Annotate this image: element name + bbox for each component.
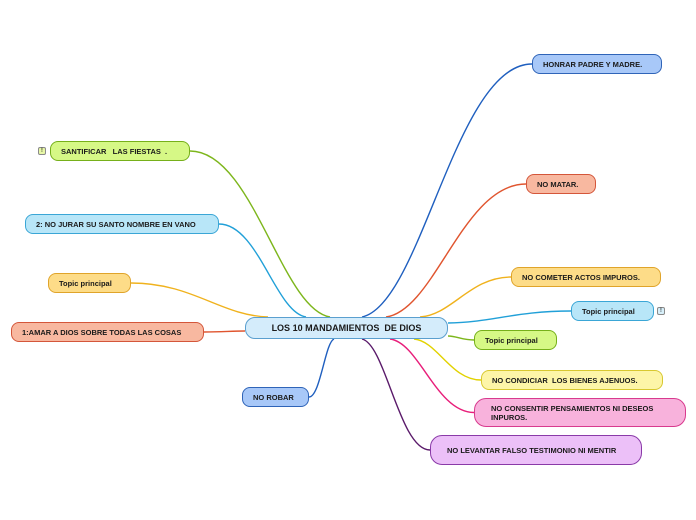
- topic-label: SANTIFICAR LAS FIESTAS .: [61, 146, 168, 156]
- topic-label: NO LEVANTAR FALSO TESTIMONIO NI MENTIR: [447, 445, 617, 455]
- topic-no-cometer-actos-impuros[interactable]: NO COMETER ACTOS IMPUROS.: [511, 267, 661, 287]
- topic-label: Topic principal: [485, 335, 538, 345]
- topic-label: Topic principal: [582, 306, 635, 316]
- topic-santificar-las-fiestas[interactable]: SANTIFICAR LAS FIESTAS .: [50, 141, 190, 161]
- connector-jurar: [218, 223, 307, 318]
- central-topic-label: LOS 10 MANDAMIENTOS DE DIOS: [271, 322, 422, 333]
- topic-no-matar[interactable]: NO MATAR.: [526, 174, 596, 194]
- connector-topic-r1: [447, 310, 572, 324]
- exclamation-icon[interactable]: !: [657, 307, 665, 315]
- topic-label: Topic principal: [59, 278, 112, 288]
- topic-honrar-padre-y-madre[interactable]: HONRAR PADRE Y MADRE.: [532, 54, 662, 74]
- topic-label: HONRAR PADRE Y MADRE.: [543, 59, 643, 69]
- connector-ajenos: [413, 338, 482, 381]
- exclamation-icon[interactable]: !: [38, 147, 46, 155]
- topic-principal-left-yellow[interactable]: Topic principal: [48, 273, 131, 293]
- topic-no-levantar-falso-testimonio[interactable]: NO LEVANTAR FALSO TESTIMONIO NI MENTIR: [430, 435, 642, 465]
- connector-honrar: [361, 63, 533, 318]
- topic-label: NO MATAR.: [537, 179, 579, 189]
- topic-principal-right-green[interactable]: Topic principal: [474, 330, 557, 350]
- topic-no-consentir-pensamientos[interactable]: NO CONSENTIR PENSAMIENTOS NI DESEOS INPU…: [474, 398, 686, 427]
- connector-fiestas: [189, 150, 331, 318]
- topic-label: 1:AMAR A DIOS SOBRE TODAS LAS COSAS: [22, 327, 182, 337]
- topic-label: 2: NO JURAR SU SANTO NOMBRE EN VANO: [36, 219, 196, 229]
- topic-principal-right-blue[interactable]: Topic principal: [571, 301, 654, 321]
- central-topic[interactable]: LOS 10 MANDAMIENTOS DE DIOS: [245, 317, 448, 339]
- connector-topic-l: [130, 282, 269, 318]
- connector-amar: [203, 330, 246, 333]
- connector-no-robar: [308, 338, 335, 398]
- topic-no-codiciar-bienes-ajenos[interactable]: NO CONDICIAR LOS BIENES AJENUOS.: [481, 370, 663, 390]
- connector-impuros: [419, 276, 512, 318]
- connector-falso: [361, 338, 431, 451]
- topic-no-robar[interactable]: NO ROBAR: [242, 387, 309, 407]
- topic-label: NO CONSENTIR PENSAMIENTOS NI DESEOS INPU…: [491, 403, 654, 422]
- topic-label: NO COMETER ACTOS IMPUROS.: [522, 272, 640, 282]
- connector-topic-r2: [447, 335, 475, 341]
- topic-no-jurar-en-vano[interactable]: 2: NO JURAR SU SANTO NOMBRE EN VANO: [25, 214, 219, 234]
- connector-deseos: [389, 338, 475, 414]
- topic-label: NO ROBAR: [253, 392, 294, 402]
- connector-no-matar: [385, 183, 527, 318]
- topic-label: NO CONDICIAR LOS BIENES AJENUOS.: [492, 375, 638, 385]
- topic-amar-a-dios[interactable]: 1:AMAR A DIOS SOBRE TODAS LAS COSAS: [11, 322, 204, 342]
